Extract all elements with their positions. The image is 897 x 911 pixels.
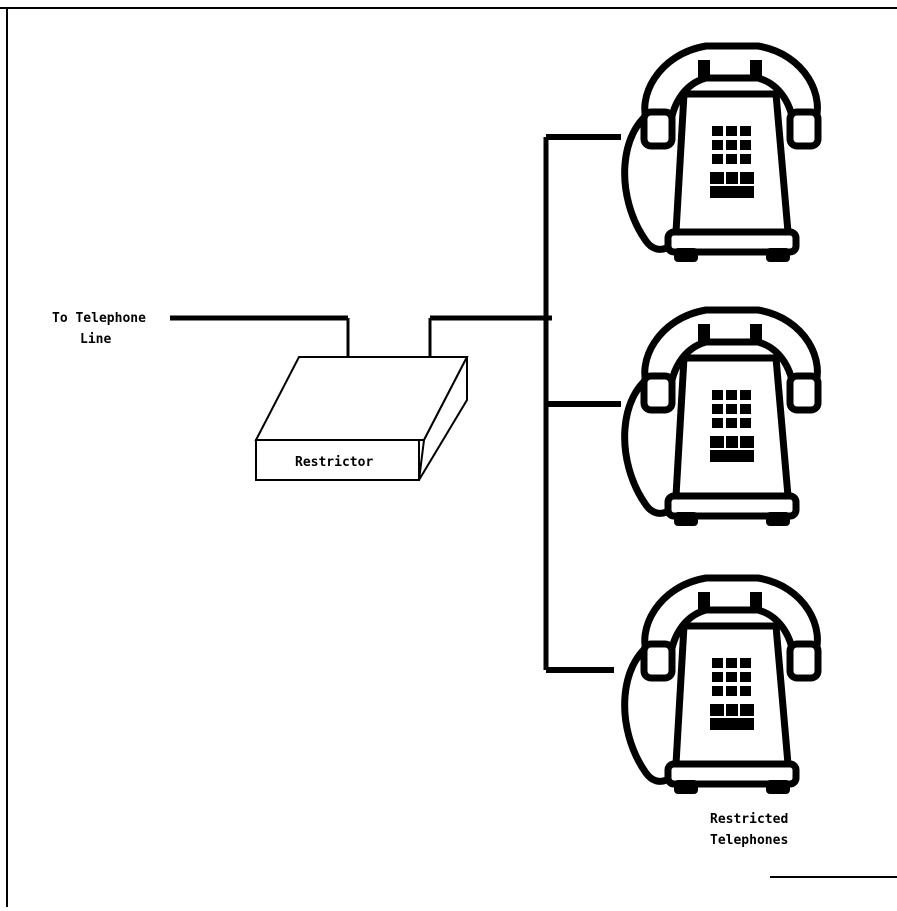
desk-telephone-icon (625, 578, 818, 794)
phones-label-2: Telephones (710, 833, 788, 848)
desk-telephone-icon (625, 46, 818, 262)
restrictor-box-icon (254, 356, 469, 481)
restrictor-label: Restrictor (295, 455, 373, 470)
line-label-1: To Telephone (52, 311, 146, 326)
desk-telephone-icon (625, 310, 818, 526)
phones-label-1: Restricted (710, 812, 788, 827)
line-label-2: Line (80, 332, 111, 347)
